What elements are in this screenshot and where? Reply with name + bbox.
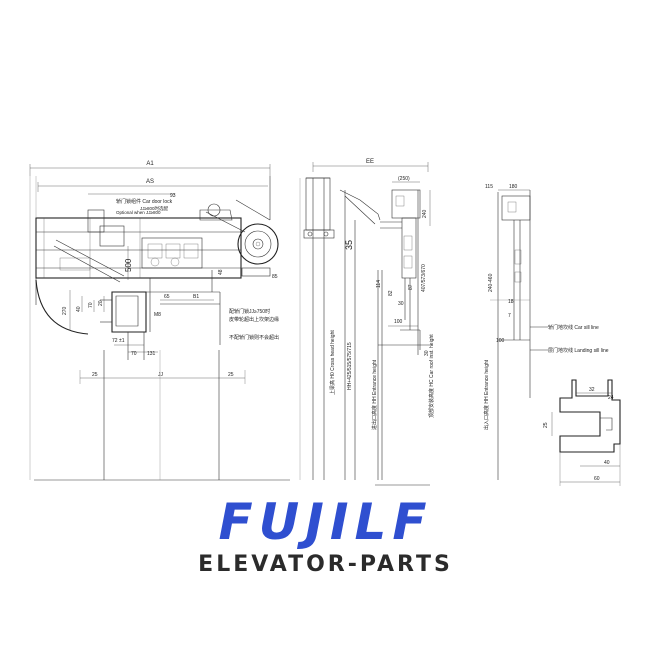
dim-25-sill: 25	[543, 422, 549, 428]
dim-87: 87	[408, 284, 414, 290]
sill-detail: 32 24 25 40 60	[543, 379, 621, 486]
dim-48: 48	[218, 269, 224, 275]
dim-18: 18	[508, 299, 514, 305]
brand-tagline: ELEVATOR-PARTS	[198, 552, 453, 577]
dim-131: 131	[147, 351, 156, 357]
note-cn-2: 皮带轮超出上坎架边缘	[229, 316, 279, 323]
landing-sill-label: 层门地坎线 Landing sill line	[548, 347, 609, 354]
front-view: A1 AS 93 轿门锁组件 Car door lock JJ≥800时选配 O…	[29, 161, 290, 481]
dim-82: 82	[388, 290, 394, 296]
dim-85: 85	[272, 274, 278, 280]
dim-25-left: 25	[92, 372, 98, 378]
dim-270: 270	[62, 306, 68, 315]
right-view: 115 180 240-460 18 7 100 出入口高度 HH Entran…	[483, 184, 609, 480]
dim-250: (250)	[398, 176, 410, 182]
dim-20: 20	[98, 300, 104, 306]
dim-500: 500	[124, 258, 133, 272]
entrance-height-label: 进出口高度 HH Entrance height	[371, 359, 378, 430]
roof-label: 顶部安装高度 HC Car roof inst. height	[428, 334, 435, 418]
entrance-height-label-right: 出入口高度 HH Entrance height	[483, 359, 490, 430]
dim-70-left: 70	[88, 302, 94, 308]
dim-32: 32	[589, 387, 595, 393]
dim-40-sill: 40	[604, 460, 610, 466]
dim-72: 72 ±1	[112, 338, 125, 344]
dim-jj: JJ	[158, 372, 164, 378]
note-cn-1: 配轿门锁JJ≥750时	[229, 308, 270, 315]
dim-7: 7	[508, 313, 511, 319]
note-cn-3: 不配轿门锁则不会超出	[229, 334, 279, 341]
dim-range: 407/573/670	[421, 264, 427, 292]
overhead-label: 上梁高 H0 Cross head height	[329, 330, 336, 395]
dim-114: 114	[376, 280, 382, 288]
dim-24: 24	[608, 395, 614, 401]
dim-60-sill: 60	[594, 476, 600, 482]
dim-240: 240	[422, 209, 428, 218]
dim-65: 65	[164, 294, 170, 300]
optional-note: Optional when JJ≥800	[116, 210, 161, 215]
dim-93: 93	[170, 193, 176, 199]
dim-100: 100	[394, 319, 403, 325]
dim-30-bottom: 30	[424, 350, 430, 356]
dim-180: 180	[509, 184, 518, 190]
dim-b1: B1	[193, 294, 199, 300]
dim-100-right: 100	[496, 338, 505, 344]
brand-logo: FUJILF	[218, 493, 433, 551]
dim-a1: A1	[146, 161, 154, 167]
dim-35: 35	[344, 240, 354, 250]
dim-range-right: 240-460	[488, 273, 494, 292]
dim-70-bottom: 70	[131, 351, 137, 357]
car-sill-label: 轿门地坎线 Car sill line	[548, 324, 599, 331]
jj800-note: JJ≥800时选配	[140, 205, 168, 212]
dim-ee: EE	[366, 159, 374, 165]
dim-115: 115	[485, 184, 493, 190]
side-view: EE (250) 240 35 114	[299, 159, 435, 486]
dim-m8: M8	[154, 312, 161, 318]
dim-25-right: 25	[228, 372, 234, 378]
car-door-lock-label: 轿门锁组件 Car door lock	[116, 198, 173, 205]
dim-as: AS	[146, 179, 154, 185]
dim-30: 30	[398, 301, 404, 307]
h-values: HH+425/515/575/715	[347, 342, 353, 390]
dim-40: 40	[76, 306, 82, 312]
